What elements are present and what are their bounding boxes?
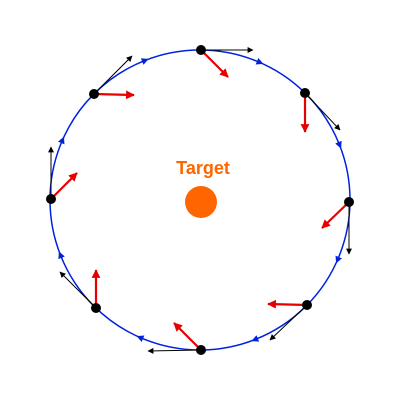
agent-upper-left [89,55,135,100]
agent-dot [302,300,312,310]
agent-dot [196,45,206,55]
agent-bottom [147,322,206,355]
tangent-velocity-arrow [269,304,308,341]
orbit-direction-arrow [335,139,342,149]
agent-right [321,197,354,255]
tangent-velocity-arrow [93,55,133,95]
heading-arrow [173,322,202,351]
orbit-direction-arrow [139,58,149,65]
agent-upper-right [300,88,341,133]
heading-arrow [321,201,350,229]
orbit-direction-arrow [58,251,65,261]
heading-arrow [200,49,229,78]
orbit-direction-arrow [57,136,65,146]
heading-arrow [93,90,135,100]
agent-top [196,45,254,78]
orbit-direction-arrow [136,335,146,343]
tangent-velocity-arrow [304,92,341,131]
target-layer: Target [176,158,230,218]
orbit-direction-arrow [335,254,343,264]
agent-dot [89,89,99,99]
target-dot [185,186,217,218]
agent-lower-right [267,299,312,341]
agent-dot [344,197,354,207]
tangent-velocity-arrow [59,271,97,309]
orbit-direction-arrow [251,335,261,342]
agent-dot [196,345,206,355]
agent-left [46,146,78,204]
agent-lower-left [59,269,101,313]
agents-layer [46,45,354,355]
agent-dot [46,194,56,204]
tangent-velocity-arrow [147,347,202,354]
agent-dot [300,88,310,98]
agent-dot [91,303,101,313]
heading-arrow [267,299,308,309]
orbit-direction-arrow [254,57,264,65]
target-label: Target [176,158,230,178]
heading-arrow [50,172,78,200]
